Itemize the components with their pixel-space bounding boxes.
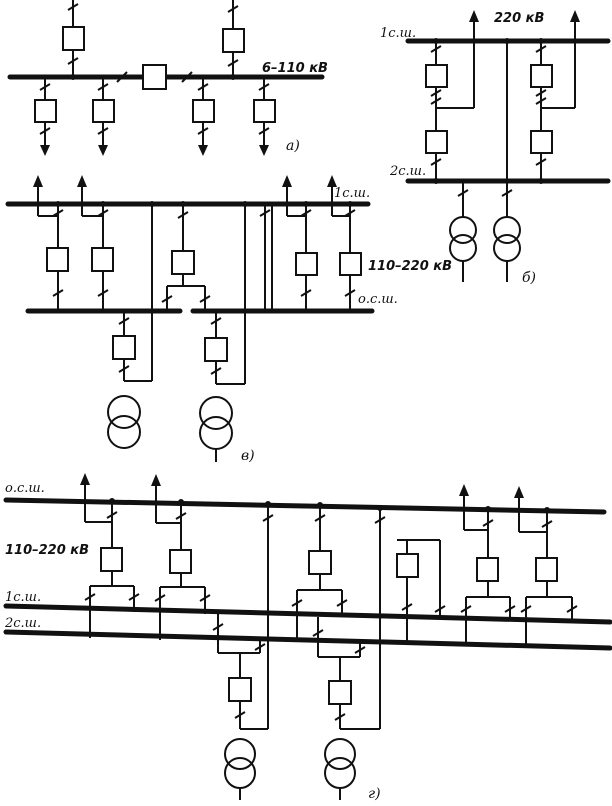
breaker xyxy=(228,677,252,702)
breaker xyxy=(253,99,276,123)
breaker xyxy=(530,64,553,88)
voltage-label-a: 6–110 кВ xyxy=(262,61,328,76)
bus1-label-g: 1с.ш. xyxy=(5,590,41,605)
bypass-label-v: о.с.ш. xyxy=(358,292,398,307)
caption-b: б) xyxy=(522,270,536,286)
breaker xyxy=(339,252,362,276)
breaker xyxy=(92,99,115,123)
bypass-bus-g xyxy=(3,497,607,515)
busbar-g-1 xyxy=(3,603,612,625)
voltage-label-b: 220 кВ xyxy=(494,11,544,26)
line-bay-g-3 xyxy=(459,484,516,646)
caption-g: г) xyxy=(368,786,381,802)
diagram-b: 1с.ш. 2с.ш. 220 кВ xyxy=(380,10,611,286)
busbar-g-2 xyxy=(3,629,612,651)
bus2-label-g: 2с.ш. xyxy=(4,616,41,631)
bypass-bay-v xyxy=(161,201,211,311)
diagram-v: 1с.ш. 110–220 кВ о.с.ш. xyxy=(5,175,452,464)
coupler-breaker xyxy=(396,553,419,578)
line-bay-v-3 xyxy=(282,175,318,311)
breaker xyxy=(328,680,352,705)
outgoing-feeder-a-2 xyxy=(92,77,115,156)
breaker xyxy=(169,549,192,574)
transformer-bay-g-left xyxy=(212,501,274,800)
bypass-breaker xyxy=(308,550,332,575)
transformer-bay-v-left xyxy=(107,201,155,449)
voltage-label-g: 110–220 кВ xyxy=(5,543,89,558)
line-bay-v-2 xyxy=(77,175,114,311)
line-bay-v-1 xyxy=(33,175,69,311)
bypass-bay-g xyxy=(291,502,348,641)
outgoing-feeder-a-3 xyxy=(192,77,215,156)
line-bay-g-4 xyxy=(514,486,578,647)
breaker xyxy=(62,26,85,51)
bypass-breaker xyxy=(171,250,195,275)
bus2-label-b: 2с.ш. xyxy=(389,164,426,179)
breaker xyxy=(46,247,69,272)
breaker xyxy=(34,99,57,123)
bus1-label-b: 1с.ш. xyxy=(380,26,416,41)
breaker xyxy=(222,28,245,53)
incoming-feeder-a-left xyxy=(62,0,85,80)
incoming-feeder-a-right xyxy=(222,0,245,80)
line-bay-g-1 xyxy=(80,473,140,638)
transformer-bay-v-right xyxy=(199,201,248,462)
breaker xyxy=(530,130,553,154)
diagram-a: 6–110 кВ а) xyxy=(7,0,328,156)
line-bay-v-4 xyxy=(327,175,362,311)
outgoing-feeder-a-1 xyxy=(34,77,57,156)
outgoing-feeder-a-4 xyxy=(253,77,276,156)
transformer-b-right xyxy=(493,38,521,282)
breaker xyxy=(295,252,318,276)
breaker xyxy=(100,547,123,572)
voltage-label-v: 110–220 кВ xyxy=(368,259,452,274)
breaker xyxy=(192,99,215,123)
bypass-label-g: о.с.ш. xyxy=(5,481,45,496)
bay-b-left xyxy=(425,10,479,184)
breaker xyxy=(425,130,448,154)
caption-a: а) xyxy=(286,138,300,154)
diagram-g: о.с.ш. 110–220 кВ 1с.ш. 2с.ш. xyxy=(3,473,612,802)
breaker xyxy=(476,557,499,582)
caption-v: в) xyxy=(241,448,255,464)
transformer-bay-g-right xyxy=(312,505,386,800)
breaker xyxy=(204,337,228,362)
line-bay-g-2 xyxy=(151,474,211,640)
breaker xyxy=(535,557,558,582)
transformer-b-left xyxy=(449,181,477,282)
bay-b-right xyxy=(530,10,580,184)
breaker xyxy=(425,64,448,88)
breaker xyxy=(112,335,136,360)
sectional-breaker xyxy=(142,64,167,90)
bus1-label-v: 1с.ш. xyxy=(334,186,370,201)
breaker xyxy=(91,247,114,272)
bus-coupler-bay-g xyxy=(396,539,446,645)
